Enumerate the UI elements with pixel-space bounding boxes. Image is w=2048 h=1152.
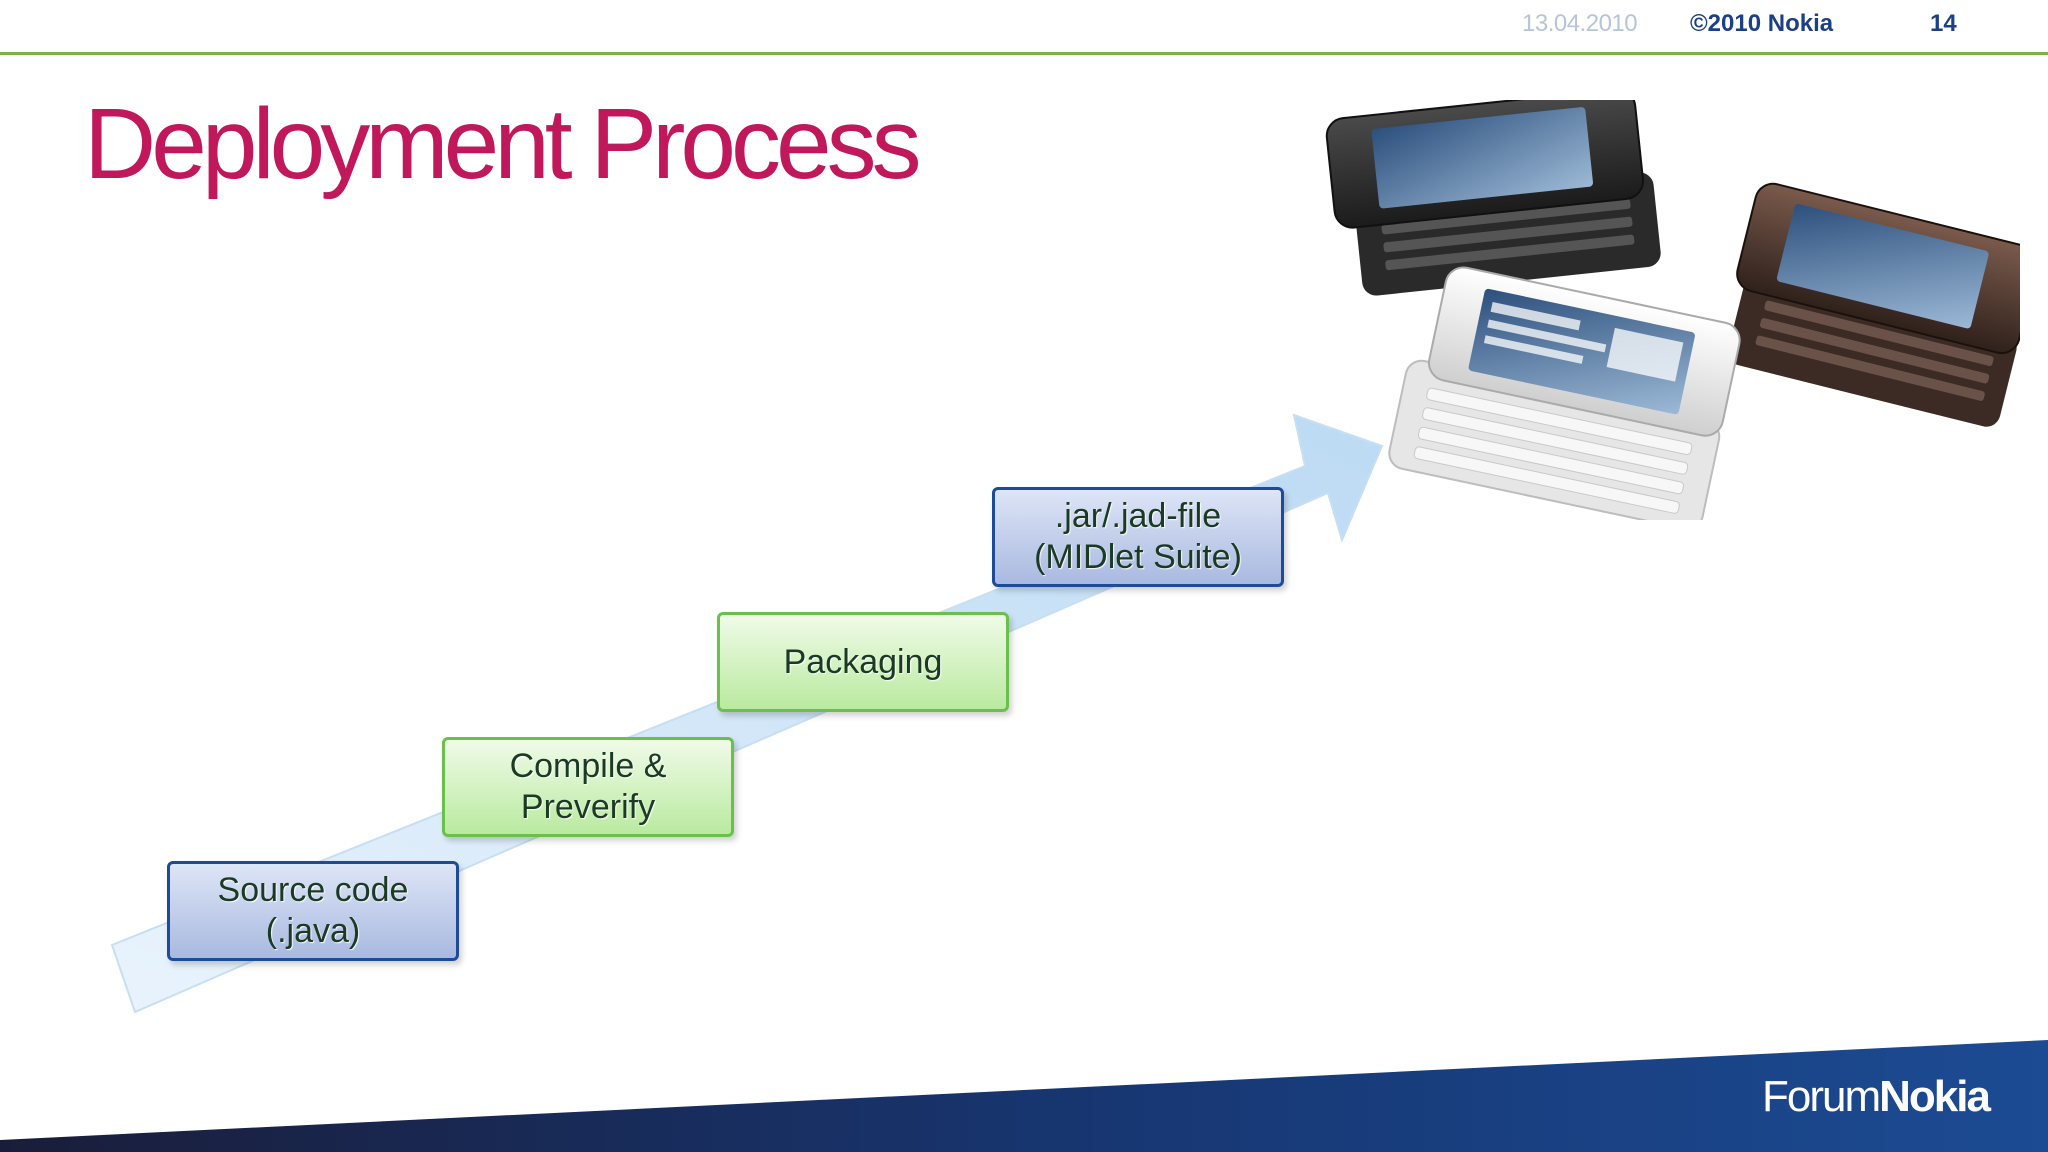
footer-band: [0, 1040, 2048, 1152]
copyright-notice: ©2010 Nokia: [1690, 10, 1834, 37]
phone-dark: [1325, 100, 1661, 296]
slide-date: 13.04.2010: [1522, 10, 1638, 37]
forum-nokia-logo: ForumNokia: [1762, 1072, 1991, 1122]
header-bar: 13.04.2010 ©2010 Nokia 14: [0, 0, 2048, 55]
step-packaging: Packaging: [717, 612, 1009, 712]
logo-forum: Forum: [1762, 1072, 1881, 1121]
step-jar-jad-file: .jar/.jad-file (MIDlet Suite): [992, 487, 1284, 587]
phones-image: [1325, 100, 2020, 520]
page-number: 14: [1930, 10, 1957, 37]
step-compile-preverify: Compile & Preverify: [442, 737, 734, 837]
slide-title: Deployment Process: [84, 88, 922, 200]
logo-nokia: Nokia: [1879, 1072, 1991, 1121]
step-source-code: Source code (.java): [167, 861, 459, 961]
phone-brown: [1727, 182, 2020, 427]
phone-white: [1388, 266, 1741, 520]
